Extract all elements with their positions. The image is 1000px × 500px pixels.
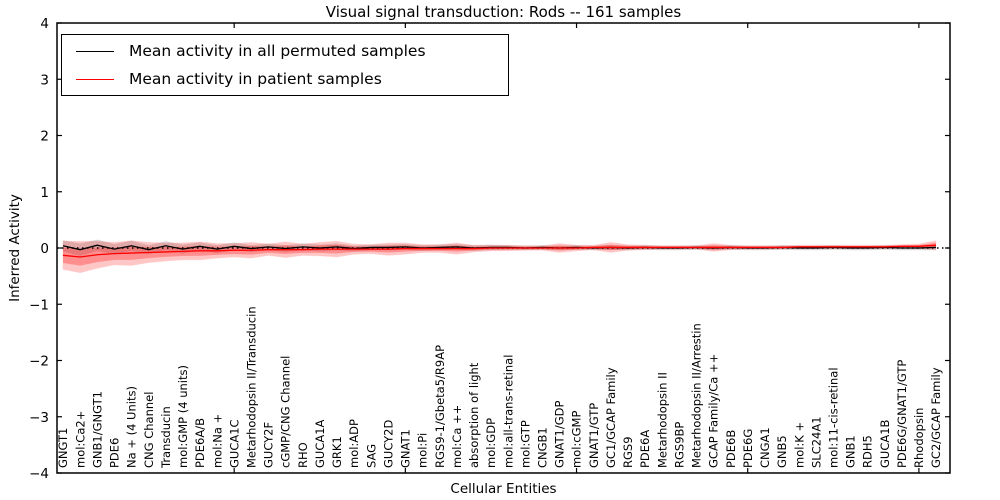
- y-tick-label: −3: [29, 410, 49, 426]
- legend-item-patient: Mean activity in patient samples: [62, 65, 508, 93]
- legend: Mean activity in all permuted samples Me…: [61, 34, 509, 96]
- x-category-label: cGMP/CNG Channel: [279, 356, 293, 468]
- x-category-label: mol:K +: [792, 422, 806, 468]
- x-category-label: GNGT1: [56, 428, 70, 468]
- permuted-line-swatch: [76, 50, 114, 52]
- x-category-label: mol:Ca ++: [450, 405, 464, 468]
- y-tick-label: −2: [29, 354, 49, 370]
- patient-band: [62, 240, 937, 274]
- x-category-label: mol:Na +: [210, 414, 224, 468]
- y-tick-label: 1: [40, 185, 49, 201]
- x-category-label: GNB1/GNGT1: [90, 391, 104, 468]
- y-tick-label: 0: [40, 241, 49, 257]
- x-category-label: GNB5: [775, 435, 789, 468]
- x-category-label: Metarhodopsin II/Arrestin: [690, 323, 704, 468]
- y-tick-label: 2: [40, 129, 49, 145]
- x-category-label: GNAT1: [399, 429, 413, 468]
- patient-line-swatch: [76, 78, 114, 80]
- x-category-label: Metarhodopsin II/Transducin: [244, 306, 258, 468]
- x-category-label: mol:GMP (4 units): [176, 365, 190, 468]
- x-category-label: PDE6B: [724, 430, 738, 468]
- x-category-label: GNB1: [844, 435, 858, 468]
- x-category-label: RDH5: [861, 435, 875, 468]
- x-category-label: mol:cGMP: [570, 411, 584, 468]
- x-category-label: CNGB1: [535, 427, 549, 468]
- x-category-label: RGS9BP: [672, 422, 686, 468]
- x-category-label: GNAT1/GDP: [553, 401, 567, 468]
- x-category-label: GUCA1C: [227, 419, 241, 468]
- x-category-label: absorption of light: [467, 362, 481, 468]
- x-category-label: Rhodopsin: [912, 408, 926, 468]
- x-category-label: mol:all-trans-retinal: [501, 355, 515, 468]
- x-category-label: RHO: [296, 442, 310, 468]
- x-category-label: mol:Pi: [416, 433, 430, 468]
- plot-frame: [56, 22, 951, 474]
- x-category-label: mol:GTP: [518, 420, 532, 468]
- x-category-label: Na + (4 Units): [125, 386, 139, 468]
- x-category-label: RGS9: [621, 436, 635, 468]
- chart-title: Visual signal transduction: Rods -- 161 …: [325, 3, 682, 21]
- x-category-label: mol:GDP: [484, 418, 498, 468]
- legend-item-permuted: Mean activity in all permuted samples: [62, 37, 508, 65]
- x-category-label: GCAP Family/Ca ++: [707, 354, 721, 468]
- x-category-label: Metarhodopsin II: [655, 372, 669, 468]
- legend-item-label: Mean activity in patient samples: [129, 70, 382, 88]
- y-tick-label: −4: [29, 466, 49, 482]
- patient-mean-line: [62, 244, 937, 258]
- y-tick-label: 4: [40, 16, 49, 32]
- y-tick-label: 3: [40, 72, 49, 88]
- x-category-label: SLC24A1: [809, 416, 823, 468]
- x-category-label: mol:11-cis-retinal: [826, 367, 840, 468]
- x-category-label: PDE6A/B: [193, 418, 207, 468]
- x-category-label: SAG: [364, 444, 378, 468]
- y-tick-label: −1: [29, 297, 49, 313]
- x-category-label: mol:Ca2+: [73, 411, 87, 468]
- x-category-label: PDE6: [108, 438, 122, 468]
- x-category-label: GUCY2F: [262, 422, 276, 468]
- x-category-label: GUCY2D: [381, 420, 395, 468]
- x-axis-label: Cellular Entities: [450, 481, 557, 497]
- x-category-label: GRK1: [330, 436, 344, 468]
- x-category-label: GUCA1B: [878, 419, 892, 468]
- legend-item-label: Mean activity in all permuted samples: [129, 42, 426, 60]
- x-category-label: CNG Channel: [142, 392, 156, 468]
- x-category-label: GNAT1/GTP: [587, 403, 601, 468]
- x-category-label: GC2/GCAP Family: [929, 367, 943, 468]
- x-category-label: GUCA1A: [313, 419, 327, 468]
- x-category-label: mol:ADP: [347, 419, 361, 468]
- x-category-label: GC1/GCAP Family: [604, 367, 618, 468]
- x-category-label: PDE6G/GNAT1/GTP: [895, 360, 909, 468]
- x-category-label: RGS9-1/Gbeta5/R9AP: [433, 345, 447, 468]
- x-category-label: Transducin: [159, 406, 173, 469]
- x-category-label: PDE6G: [741, 429, 755, 468]
- x-category-label: PDE6A: [638, 430, 652, 468]
- x-category-label: CNGA1: [758, 427, 772, 468]
